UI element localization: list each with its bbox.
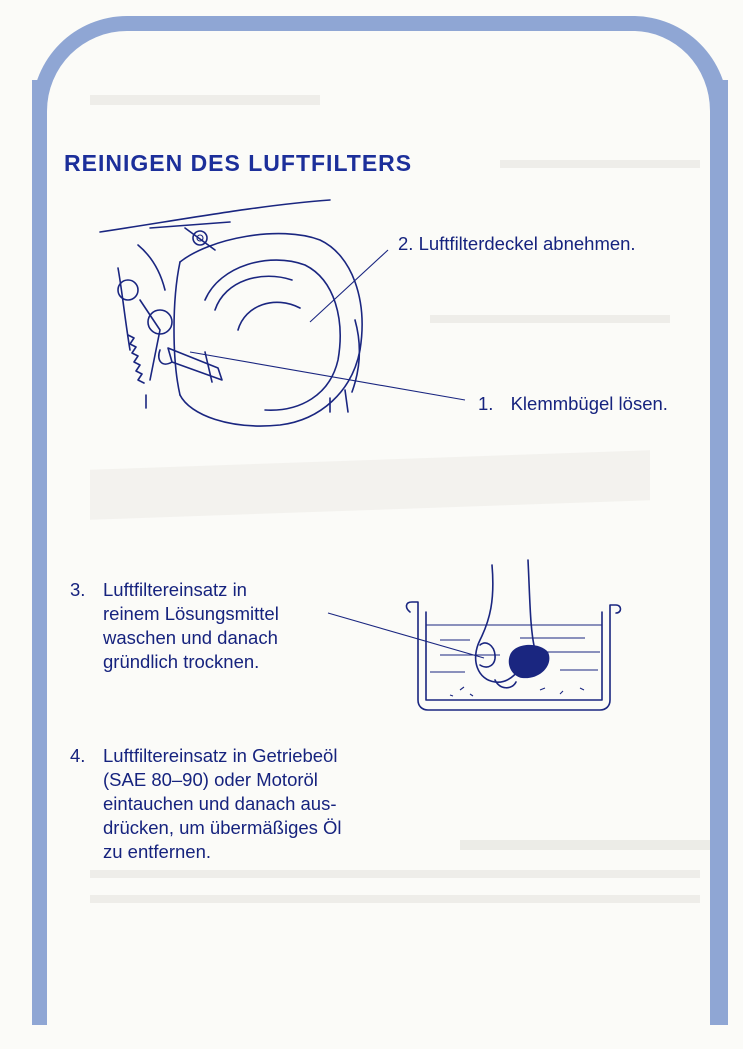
- step-text: Luftfiltereinsatz in Getriebeöl (SAE 80–…: [103, 745, 342, 862]
- show-through-line: [460, 840, 710, 850]
- step-2: 2. Luftfilterdeckel abnehmen.: [398, 232, 636, 256]
- step-text: Klemmbügel lösen.: [510, 393, 668, 414]
- step-text: Luftfiltereinsatz in reinem Lösungsmitte…: [103, 579, 279, 672]
- step-4: 4. Luftfiltereinsatz in Getriebeöl (SAE …: [70, 744, 342, 864]
- page-title: REINIGEN DES LUFTFILTERS: [64, 150, 413, 176]
- show-through-line: [90, 95, 320, 105]
- step-3: 3. Luftfiltereinsatz in reinem Lösungsmi…: [70, 578, 279, 674]
- step-number: 3.: [70, 579, 86, 600]
- show-through-line: [90, 895, 700, 903]
- show-through-line: [90, 870, 700, 878]
- step-1: 1. Klemmbügel lösen.: [478, 392, 668, 416]
- show-through-line: [430, 315, 670, 323]
- page-frame-right: [710, 80, 728, 1025]
- step-text: Luftfilterdeckel abnehmen.: [418, 233, 636, 254]
- step-number: 4.: [70, 745, 86, 766]
- show-through-line: [500, 160, 700, 168]
- page-frame-left: [32, 80, 47, 1025]
- step-number: 2.: [398, 233, 414, 254]
- step-number: 1.: [478, 393, 494, 414]
